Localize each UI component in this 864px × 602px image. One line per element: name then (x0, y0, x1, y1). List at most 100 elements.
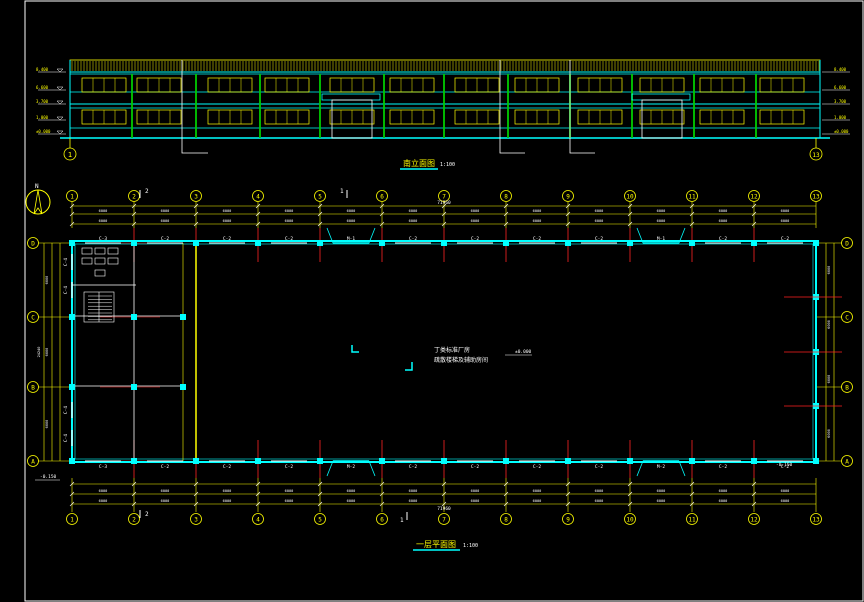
elevation-window (264, 77, 310, 93)
axis-bubble-top (314, 190, 326, 202)
axis-number-top: 5 (318, 194, 322, 201)
column (69, 384, 75, 390)
window-label-bottom: C-2 (595, 464, 603, 470)
window-label-bottom: C-2 (781, 464, 789, 470)
axis-bubble-top (500, 190, 512, 202)
window-label-top: C-2 (471, 236, 479, 242)
window-label-top: C-2 (781, 236, 789, 242)
roof-parapet (71, 61, 820, 71)
axis-letter-right: C (845, 315, 849, 322)
axis-number-top: 4 (256, 194, 260, 201)
elevation-window (136, 77, 182, 93)
door-label-bottom: M-2 (657, 464, 665, 470)
dimension-text-top: 6000 (285, 219, 294, 223)
window-label-top: C-2 (719, 236, 727, 242)
axis-bubble-bottom (252, 513, 264, 525)
overall-dimension-top: 71960 (437, 200, 451, 206)
window-label-top: C-2 (533, 236, 541, 242)
dimension-text-bottom: 6000 (595, 499, 604, 503)
level-mark-right: 8.400 (834, 67, 847, 72)
elevation-axis-1-label: 1 (68, 151, 72, 159)
elevation-entrance-left (321, 93, 381, 101)
elevation-window (454, 77, 500, 93)
axis-number-top: 1 (70, 194, 74, 201)
door-canopy-top (636, 227, 686, 244)
column (565, 240, 571, 246)
axis-number-top: 8 (504, 194, 508, 201)
dimension-text-top: 6000 (223, 209, 232, 213)
column (751, 458, 757, 464)
elevation-window (699, 77, 745, 93)
column (689, 240, 695, 246)
dimension-text-top: 6000 (595, 219, 604, 223)
elevation-window (759, 77, 805, 93)
door-canopy-bottom (326, 460, 376, 477)
axis-bubble-top (810, 190, 822, 202)
axis-bubble-bottom (748, 513, 760, 525)
north-label: N (35, 183, 39, 190)
level-mark-right: 3.700 (834, 99, 847, 104)
elevation-window (329, 109, 375, 125)
axis-letter-left: D (31, 241, 35, 248)
dimension-text-bottom: 6000 (347, 499, 356, 503)
column (441, 458, 447, 464)
center-level: ±0.000 (515, 349, 532, 355)
window-label-top: C-2 (595, 236, 603, 242)
dimension-text-bottom: 6000 (533, 499, 542, 503)
axis-letter-left: A (31, 459, 35, 466)
axis-bubble-top (438, 190, 450, 202)
axis-number-top: 7 (442, 194, 446, 201)
elevation-window (136, 109, 182, 125)
column (131, 384, 137, 390)
dimension-text-top: 6000 (161, 219, 170, 223)
window-label-bottom: C-3 (99, 464, 107, 470)
dimension-text-top: 6000 (595, 209, 604, 213)
axis-bubble-bottom (66, 513, 78, 525)
axis-number-bottom: 10 (626, 517, 634, 524)
window-label-left: C-4 (63, 434, 69, 442)
elevation-window (454, 109, 500, 125)
dimension-text-top: 6000 (285, 209, 294, 213)
dimension-text-top: 6000 (347, 219, 356, 223)
right-dimension-text: 6000 (827, 266, 831, 275)
dimension-text-bottom: 6000 (347, 489, 356, 493)
elevation-window (514, 77, 560, 93)
elevation-window (264, 109, 310, 125)
window-label-bottom: C-2 (533, 464, 541, 470)
elevation-window (514, 109, 560, 125)
axis-bubble-bottom (438, 513, 450, 525)
elevation-windows (81, 77, 805, 125)
dimension-text-bottom: 6000 (657, 499, 666, 503)
left-dimension-text: 6000 (45, 420, 49, 429)
axis-number-top: 12 (750, 194, 758, 201)
elevation-window (81, 77, 127, 93)
elevation-window (577, 109, 623, 125)
axis-number-bottom: 8 (504, 517, 508, 524)
axis-bubble-left (27, 311, 39, 323)
axis-letter-right: A (845, 459, 849, 466)
column (379, 240, 385, 246)
door-label-top: M-1 (657, 236, 665, 242)
dimension-text-top: 6000 (99, 209, 108, 213)
axis-letter-left: C (31, 315, 35, 322)
axis-bubble-bottom (810, 513, 822, 525)
axis-bubble-right (841, 381, 853, 393)
elevation-window (81, 109, 127, 125)
window-label-top: C-2 (409, 236, 417, 242)
axis-number-bottom: 12 (750, 517, 758, 524)
axis-number-bottom: 2 (132, 517, 136, 524)
window-label-left: C-4 (63, 286, 69, 294)
axis-bubble-bottom (314, 513, 326, 525)
elevation-axis-13-label: 13 (812, 152, 820, 159)
window-label-top: C-2 (285, 236, 293, 242)
right-dimension-text: 6000 (827, 429, 831, 438)
dimension-text-top: 6000 (409, 209, 418, 213)
elevation-window (759, 109, 805, 125)
door-canopy-top (326, 227, 376, 244)
level-mark-left: 3.700 (36, 99, 49, 104)
dimension-text-top: 6000 (533, 219, 542, 223)
section-mark-1-bottom: 1 (400, 517, 404, 524)
dimension-text-bottom: 6000 (657, 489, 666, 493)
axis-bubble-right (841, 311, 853, 323)
